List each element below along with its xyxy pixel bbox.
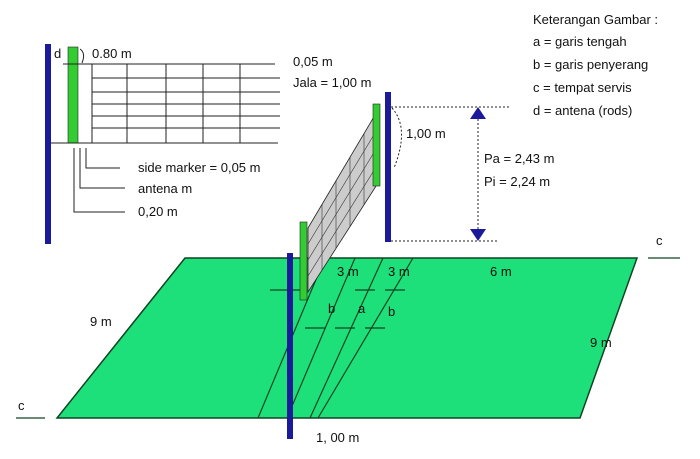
arrow-up-icon [470,107,486,119]
detail-side-marker: side marker = 0,05 m [138,160,260,175]
detail-net-height: Jala = 1,00 m [293,75,371,90]
legend-item: d = antena (rods) [533,103,632,118]
serve-zone-right: c [656,233,663,248]
left-detail-pole [45,44,51,244]
left-pole [287,253,293,439]
legend-item: c = tempat servis [533,80,632,95]
zone-label-3: 6 m [490,264,512,279]
detail-antenna-top: 0.80 m [92,46,132,61]
left-antenna [299,221,308,301]
legend-title: Keterangan Gambar : [533,12,658,27]
legend-item: b = garis penyerang [533,57,648,72]
net-mesh-lines [307,127,379,277]
detail-antenna: antena m [138,181,192,196]
detail-net-grid [51,48,280,213]
post-distance-label: 1, 00 m [316,430,359,445]
serve-zone-left: c [18,398,25,413]
legend-item: a = garis tengah [533,34,627,49]
arrow-down-icon [470,229,486,241]
zone-label-1: 3 m [337,264,359,279]
legend: Keterangan Gambar : a = garis tengah b =… [533,12,658,118]
court-width-label: 9 m [90,314,112,329]
height-men-label: Pa = 2,43 m [484,151,554,166]
height-women-label: Pi = 2,24 m [484,174,550,189]
court-lines [16,257,680,419]
zone-label-2: 3 m [388,264,410,279]
antenna-height-label: 1,00 m [406,126,446,141]
detail-band: 0,05 m [293,54,333,69]
line-b-right: b [388,304,395,319]
detail-antenna [67,46,79,144]
detail-d-label: d [54,46,61,61]
right-pole [385,92,391,242]
line-b-left: b [328,301,335,316]
detail-post-offset: 0,20 m [138,204,178,219]
right-antenna [372,103,381,187]
antenna-height-arc [391,107,403,169]
court-length-label: 9 m [590,335,612,350]
line-a: a [358,301,366,316]
net-height-dimension [391,106,510,242]
